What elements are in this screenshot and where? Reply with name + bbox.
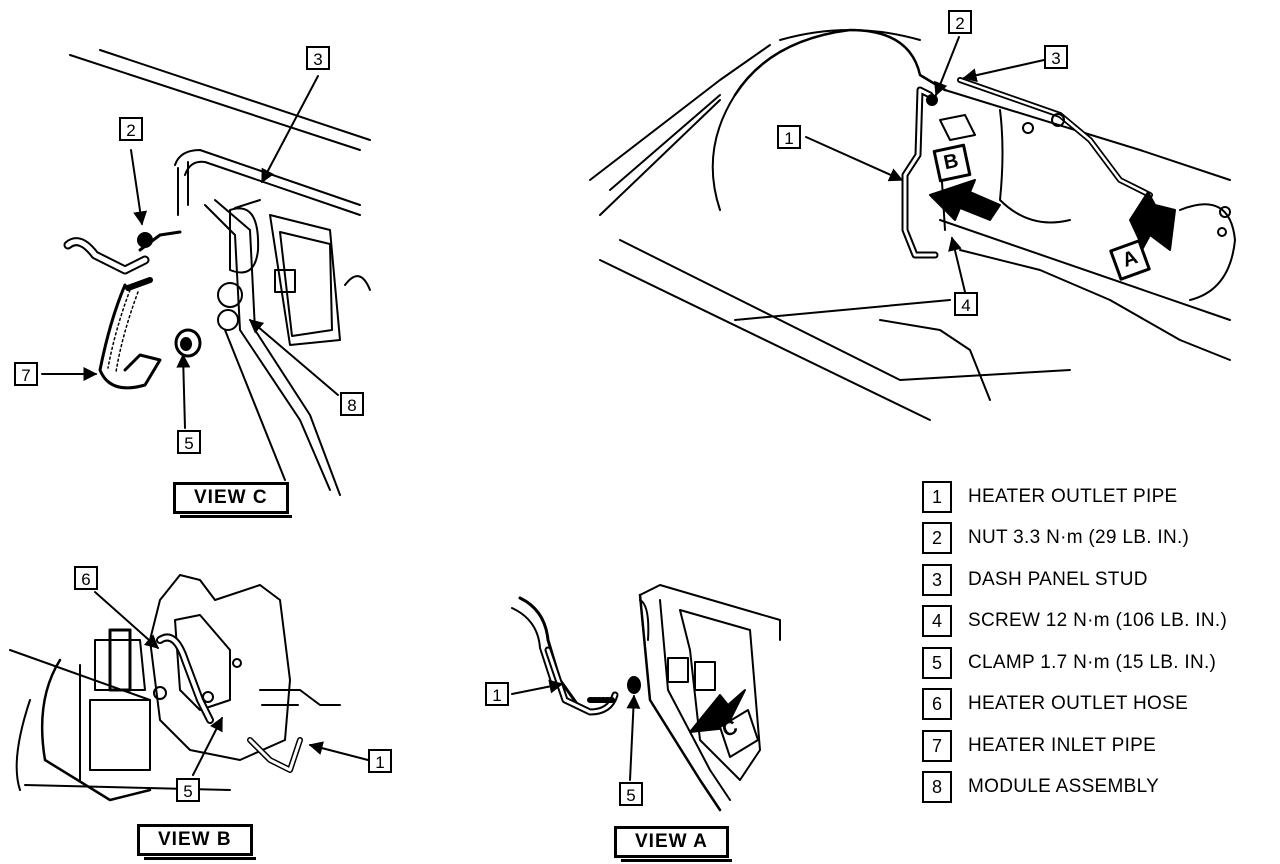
callout-1: 1 xyxy=(368,749,392,773)
legend-number: 8 xyxy=(922,771,952,804)
legend-label: HEATER INLET PIPE xyxy=(968,734,1157,756)
legend-number: 7 xyxy=(922,729,952,762)
callout-1: 1 xyxy=(777,125,801,149)
callout-5: 5 xyxy=(177,430,201,454)
callout-7: 7 xyxy=(14,362,38,386)
callout-2: 2 xyxy=(948,10,972,34)
callout-8: 8 xyxy=(340,392,364,416)
callout-6: 6 xyxy=(74,566,98,590)
legend-item: 8 MODULE ASSEMBLY xyxy=(922,767,1272,809)
callout-3: 3 xyxy=(306,46,330,70)
legend-item: 6 HEATER OUTLET HOSE xyxy=(922,684,1272,726)
parts-legend: 1 HEATER OUTLET PIPE 2 NUT 3.3 N·m (29 L… xyxy=(922,476,1272,808)
legend-number: 5 xyxy=(922,646,952,679)
view-a-drawing xyxy=(511,584,781,812)
main-view-drawing xyxy=(589,28,1236,421)
view-c-drawing xyxy=(41,49,371,496)
legend-number: 4 xyxy=(922,605,952,638)
legend-number: 3 xyxy=(922,563,952,596)
legend-item: 4 SCREW 12 N·m (106 LB. IN.) xyxy=(922,601,1272,643)
legend-number: 6 xyxy=(922,688,952,721)
view-a-label: VIEW A xyxy=(614,826,732,862)
view-b-drawing xyxy=(9,574,369,802)
legend-number: 2 xyxy=(922,522,952,555)
callout-1: 1 xyxy=(485,682,509,706)
callout-3: 3 xyxy=(1044,45,1068,69)
legend-label: MODULE ASSEMBLY xyxy=(968,776,1160,798)
legend-number: 1 xyxy=(922,480,952,513)
view-b-label: VIEW B xyxy=(137,824,256,860)
legend-label: DASH PANEL STUD xyxy=(968,568,1148,590)
legend-label: NUT 3.3 N·m (29 LB. IN.) xyxy=(968,527,1190,549)
legend-label: CLAMP 1.7 N·m (15 LB. IN.) xyxy=(968,651,1217,673)
legend-item: 1 HEATER OUTLET PIPE xyxy=(922,476,1272,518)
legend-item: 3 DASH PANEL STUD xyxy=(922,559,1272,601)
legend-label: SCREW 12 N·m (106 LB. IN.) xyxy=(968,610,1228,632)
callout-5: 5 xyxy=(619,782,643,806)
legend-label: HEATER OUTLET PIPE xyxy=(968,485,1178,507)
view-c-label: VIEW C xyxy=(173,482,292,518)
callout-4: 4 xyxy=(954,292,978,316)
legend-item: 2 NUT 3.3 N·m (29 LB. IN.) xyxy=(922,518,1272,560)
legend-label: HEATER OUTLET HOSE xyxy=(968,693,1189,715)
legend-item: 5 CLAMP 1.7 N·m (15 LB. IN.) xyxy=(922,642,1272,684)
legend-item: 7 HEATER INLET PIPE xyxy=(922,725,1272,767)
callout-2: 2 xyxy=(119,117,143,141)
callout-5: 5 xyxy=(176,778,200,802)
